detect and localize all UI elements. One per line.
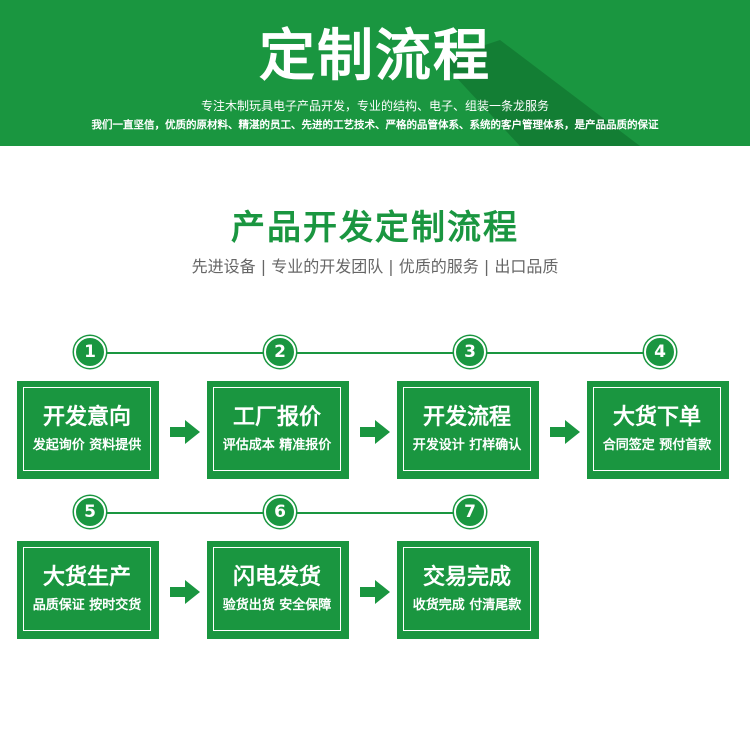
step-card-frame: 大货生产 品质保证 按时交货 — [23, 547, 151, 631]
header-banner: 定制流程 专注木制玩具电子产品开发，专业的结构、电子、组装一条龙服务 我们一直坚… — [0, 0, 750, 146]
step-number-1: 1 — [74, 336, 106, 368]
banner-shadow-shape — [440, 40, 640, 146]
step-card-frame: 开发意向 发起询价 资料提供 — [23, 387, 151, 471]
step-number-2: 2 — [264, 336, 296, 368]
step-number-5: 5 — [74, 496, 106, 528]
step-title: 开发流程 — [422, 405, 511, 430]
step-card-2: 工厂报价 评估成本 精准报价 — [207, 381, 349, 479]
step-desc: 收货完成 付清尾款 — [412, 598, 522, 613]
step-desc: 评估成本 精准报价 — [222, 438, 332, 453]
step-card-7: 交易完成 收货完成 付清尾款 — [397, 541, 539, 639]
step-card-6: 闪电发货 验货出货 安全保障 — [207, 541, 349, 639]
arrow-right-icon — [360, 420, 390, 444]
step-title: 闪电发货 — [232, 565, 321, 590]
step-number-3: 3 — [454, 336, 486, 368]
timeline-line-row1 — [90, 352, 660, 354]
step-card-4: 大货下单 合同签定 预付首款 — [587, 381, 729, 479]
step-card-frame: 交易完成 收货完成 付清尾款 — [403, 547, 531, 631]
arrow-right-icon — [360, 580, 390, 604]
step-card-1: 开发意向 发起询价 资料提供 — [17, 381, 159, 479]
arrow-right-icon — [550, 420, 580, 444]
step-card-frame: 闪电发货 验货出货 安全保障 — [213, 547, 341, 631]
step-desc: 验货出货 安全保障 — [222, 598, 332, 613]
step-title: 工厂报价 — [232, 405, 321, 430]
step-card-frame: 工厂报价 评估成本 精准报价 — [213, 387, 341, 471]
section-subtitle: 先进设备 | 专业的开发团队 | 优质的服务 | 出口品质 — [191, 257, 559, 276]
step-title: 大货生产 — [42, 565, 131, 590]
banner-title: 定制流程 — [259, 24, 491, 89]
banner-tagline: 我们一直坚信，优质的原材料、精湛的员工、先进的工艺技术、严格的品管体系、系统的客… — [91, 119, 659, 131]
banner-subtitle: 专注木制玩具电子产品开发，专业的结构、电子、组装一条龙服务 — [200, 99, 549, 113]
step-number-4: 4 — [644, 336, 676, 368]
step-desc: 合同签定 预付首款 — [602, 438, 712, 453]
step-desc: 开发设计 打样确认 — [412, 438, 522, 453]
step-card-frame: 开发流程 开发设计 打样确认 — [403, 387, 531, 471]
step-card-5: 大货生产 品质保证 按时交货 — [17, 541, 159, 639]
step-number-6: 6 — [264, 496, 296, 528]
step-number-7: 7 — [454, 496, 486, 528]
step-card-3: 开发流程 开发设计 打样确认 — [397, 381, 539, 479]
step-title: 开发意向 — [42, 405, 131, 430]
step-desc: 品质保证 按时交货 — [32, 598, 142, 613]
arrow-right-icon — [170, 420, 200, 444]
step-title: 交易完成 — [422, 565, 511, 590]
step-title: 大货下单 — [612, 405, 701, 430]
section-title: 产品开发定制流程 — [231, 208, 519, 248]
step-desc: 发起询价 资料提供 — [32, 438, 142, 453]
arrow-right-icon — [170, 580, 200, 604]
step-card-frame: 大货下单 合同签定 预付首款 — [593, 387, 721, 471]
